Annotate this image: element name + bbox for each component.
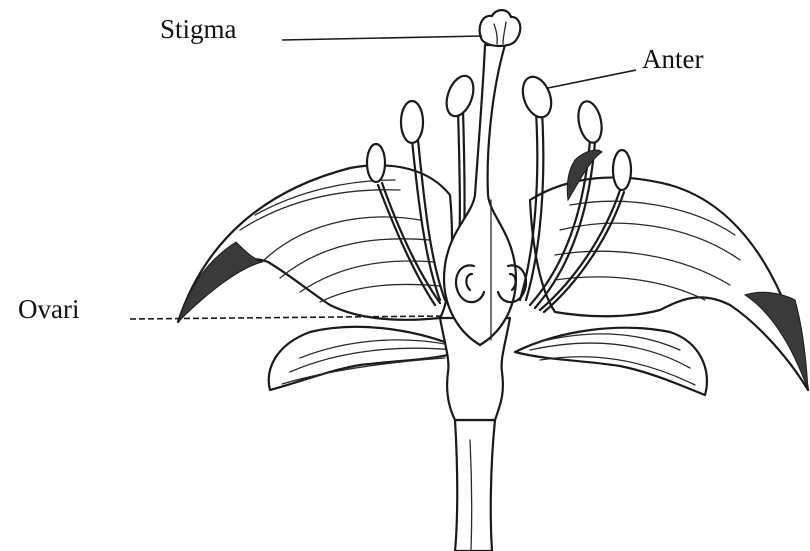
anther-left-1: [401, 101, 423, 143]
anther-right-1: [518, 73, 557, 121]
label-stigma: Stigma: [160, 16, 237, 43]
stigma-head: [480, 10, 521, 46]
anther-right-3: [613, 150, 631, 190]
label-ovari: Ovari: [18, 296, 79, 323]
sepal-right: [515, 328, 707, 395]
pistil: [444, 10, 526, 345]
anther-left-3: [367, 144, 385, 182]
petal-left-large: [178, 165, 452, 322]
stigma-leader-line: [282, 36, 482, 40]
anther-left-2: [442, 72, 479, 120]
stem: [455, 420, 495, 551]
anther-right-2: [575, 99, 605, 145]
label-anter: Anter: [642, 46, 703, 73]
anter-leader-line: [548, 70, 636, 88]
sepal-left: [269, 327, 465, 390]
